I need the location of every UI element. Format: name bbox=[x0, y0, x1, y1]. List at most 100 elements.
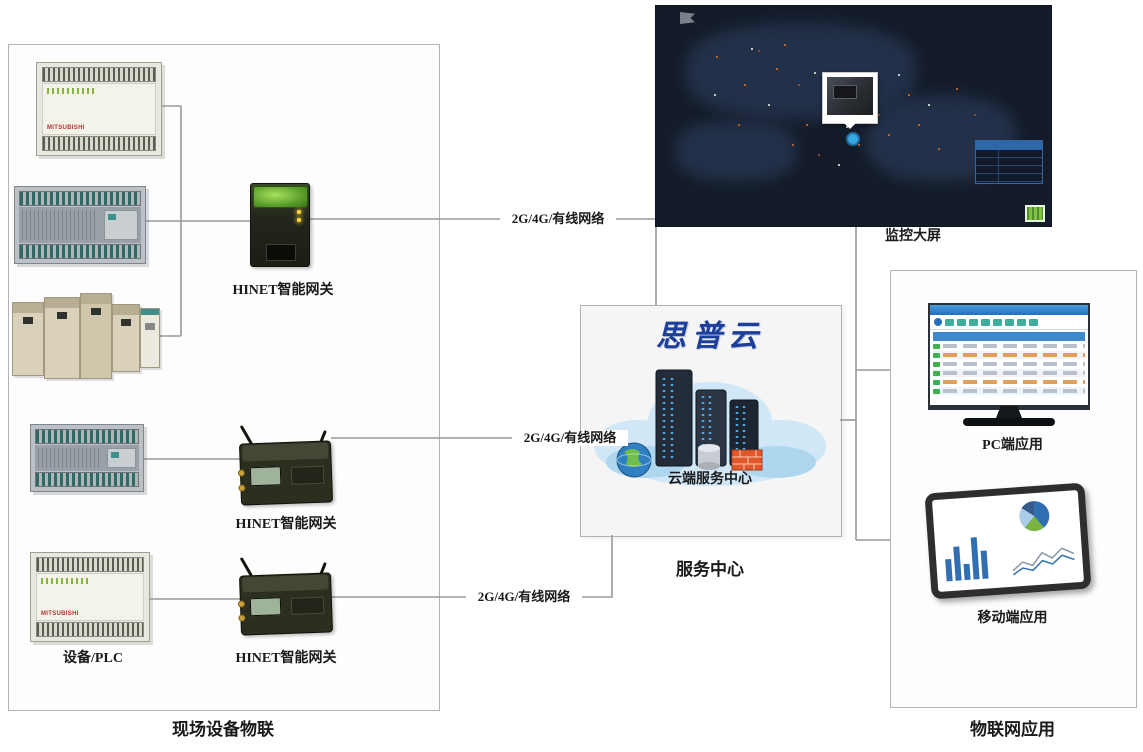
plc-terminal-strip bbox=[42, 67, 156, 82]
hinet-gateway-3-image bbox=[237, 556, 334, 638]
gateway2-label: HINET智能网关 bbox=[235, 517, 337, 532]
toolbar-icon bbox=[969, 318, 978, 326]
toolbar-icon bbox=[981, 318, 990, 326]
plc-body: MITSUBISHI bbox=[42, 83, 156, 135]
plc-led-strip bbox=[41, 578, 89, 584]
plc-module bbox=[140, 308, 160, 368]
map-region-glyph bbox=[680, 12, 695, 24]
plc-module bbox=[80, 293, 112, 379]
map-location-pin[interactable] bbox=[846, 132, 860, 146]
map-device-popup[interactable] bbox=[822, 72, 878, 129]
network-label-1: 2G/4G/有线网络 bbox=[500, 211, 616, 227]
toolbar-icon bbox=[993, 318, 1002, 326]
hinet-gateway-2-image bbox=[237, 424, 334, 508]
gateway-display bbox=[249, 597, 282, 617]
popup-device-photo bbox=[827, 77, 873, 115]
plc-module bbox=[12, 302, 44, 376]
toolbar-icon bbox=[1029, 318, 1038, 326]
plc-vents bbox=[38, 448, 103, 468]
plc-siemens-bottom-image bbox=[30, 424, 144, 492]
plc-terminal-strip bbox=[42, 136, 156, 151]
map-legend-icon[interactable] bbox=[1025, 205, 1045, 222]
monitor-screen-label: 监控大屏 bbox=[885, 229, 941, 244]
pc-table-row bbox=[933, 378, 1085, 386]
gateway-label-plate bbox=[291, 465, 325, 485]
toolbar-icon bbox=[1017, 318, 1026, 326]
gateway-display bbox=[249, 465, 282, 486]
gateway-top-face bbox=[241, 574, 329, 593]
gateway-led bbox=[296, 210, 301, 215]
firewall-icon bbox=[731, 449, 763, 471]
plc-led-strip bbox=[47, 88, 98, 94]
plc-body: MITSUBISHI bbox=[36, 573, 144, 621]
plc-body bbox=[19, 207, 141, 243]
pc-title-bar bbox=[930, 305, 1088, 315]
plc-module bbox=[44, 297, 80, 379]
pc-table-row bbox=[933, 360, 1085, 368]
pc-app-label: PC端应用 bbox=[982, 438, 1043, 453]
hinet-gateway-1-image bbox=[250, 183, 310, 267]
plc-keypad bbox=[104, 210, 138, 240]
tablet-bar-chart bbox=[943, 530, 994, 582]
gateway-led bbox=[296, 218, 301, 223]
map-data-table bbox=[975, 140, 1043, 184]
field-devices-title: 现场设备物联 bbox=[172, 720, 274, 739]
monitoring-map-image bbox=[655, 5, 1052, 227]
plc-body bbox=[35, 445, 139, 471]
pc-table-row bbox=[933, 351, 1085, 359]
cloud-caption: 云端服务中心 bbox=[668, 472, 752, 487]
network-label-2: 2G/4G/有线网络 bbox=[512, 430, 628, 446]
iot-applications-title: 物联网应用 bbox=[970, 720, 1055, 739]
gateway-ethernet-port bbox=[266, 244, 296, 262]
service-center-title: 服务中心 bbox=[676, 560, 744, 579]
pc-screen bbox=[928, 303, 1090, 410]
plc-terminal-strip bbox=[35, 429, 139, 444]
cloud-brand-title: 思普云 bbox=[656, 320, 764, 353]
gateway1-label: HINET智能网关 bbox=[232, 283, 334, 298]
tablet-line-chart bbox=[1012, 547, 1075, 576]
plc-brand-text: MITSUBISHI bbox=[47, 125, 85, 131]
database-icon bbox=[698, 444, 720, 470]
plc-keypad bbox=[106, 448, 136, 468]
sma-connector bbox=[237, 600, 246, 609]
tablet-screen bbox=[931, 490, 1085, 592]
map-device-dots bbox=[656, 6, 658, 8]
gateway3-label: HINET智能网关 bbox=[235, 651, 337, 666]
plc-brand-text: MITSUBISHI bbox=[41, 611, 79, 617]
server-leds bbox=[662, 378, 746, 460]
monitor-stand-base bbox=[963, 418, 1055, 426]
toolbar-icon bbox=[1005, 318, 1014, 326]
globe-icon bbox=[616, 442, 652, 478]
plc-terminal-strip bbox=[19, 191, 141, 206]
gateway-body bbox=[250, 183, 310, 267]
gateway-body bbox=[237, 572, 334, 636]
tablet-pie-chart bbox=[1018, 500, 1051, 533]
mobile-application-image bbox=[924, 482, 1092, 600]
pc-table-header bbox=[933, 332, 1085, 341]
network-label-3: 2G/4G/有线网络 bbox=[466, 589, 582, 605]
plc-device-label: 设备/PLC bbox=[63, 651, 123, 666]
popup-pointer bbox=[843, 122, 857, 136]
gateway-top-face bbox=[241, 442, 329, 462]
plc-terminal-strip bbox=[19, 244, 141, 259]
plc-stack-image bbox=[10, 288, 160, 384]
gateway-green-cap bbox=[253, 186, 308, 209]
plc-module bbox=[112, 304, 140, 372]
pc-table-row bbox=[933, 369, 1085, 377]
sma-connector bbox=[238, 484, 246, 492]
monitor-stand-neck bbox=[996, 406, 1022, 418]
pc-table-row bbox=[933, 342, 1085, 350]
map-landmass bbox=[686, 24, 916, 119]
sma-connector bbox=[237, 469, 246, 477]
plc-terminal-strip bbox=[36, 557, 144, 572]
plc-terminal-strip bbox=[36, 622, 144, 637]
gateway-body bbox=[237, 440, 334, 506]
pc-table-row bbox=[933, 387, 1085, 395]
plc-vents bbox=[22, 210, 98, 240]
pc-toolbar bbox=[930, 315, 1088, 330]
gateway-label-plate bbox=[291, 596, 325, 616]
plc-mitsubishi-bottom-image: MITSUBISHI bbox=[30, 552, 150, 642]
pc-application-image bbox=[928, 303, 1090, 435]
pc-logo-icon bbox=[934, 318, 942, 326]
